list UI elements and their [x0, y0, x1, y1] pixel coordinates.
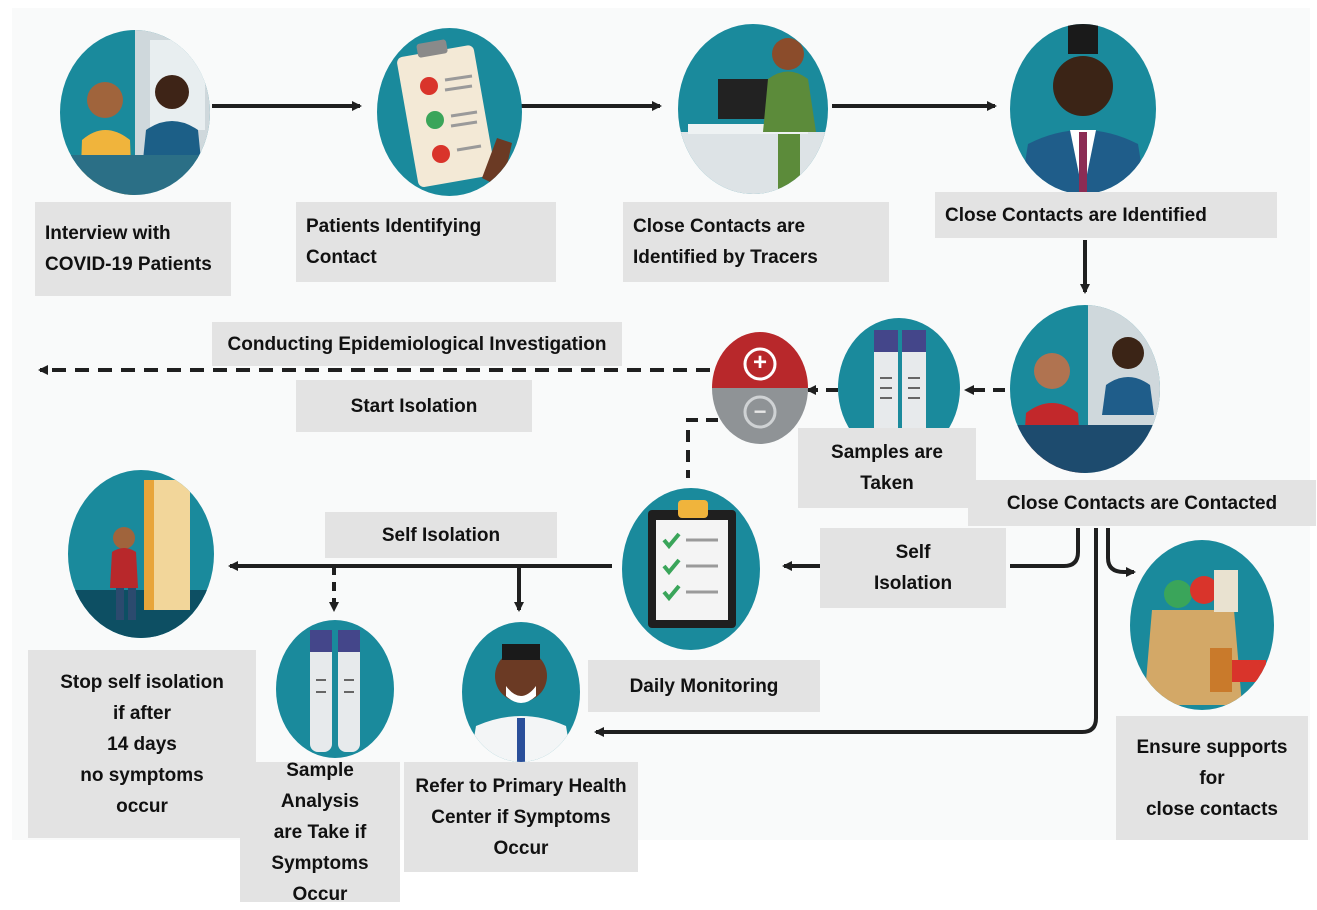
test-result-icon: + − [710, 330, 810, 446]
label-start-isolation: Start Isolation [296, 380, 532, 432]
supplies-bag-illustration [1130, 540, 1274, 710]
doctor-illustration [462, 622, 580, 762]
label-close-contacts-contacted: Close Contacts are Contacted [968, 480, 1316, 526]
label-self-isolation-left: Self Isolation [325, 512, 557, 558]
daily-monitoring-illustration [622, 488, 760, 650]
label-interview: Interview with COVID-19 Patients [35, 202, 231, 296]
label-sample-analysis: Sample Analysis are Take if Symptoms Occ… [240, 760, 400, 905]
clipboard-illustration [377, 28, 522, 196]
contact-person-illustration [1010, 24, 1156, 194]
label-epidemiological-investigation: Conducting Epidemiological Investigation [212, 322, 622, 366]
label-self-isolation-right: Self Isolation [820, 528, 1006, 608]
tracer-illustration [678, 24, 828, 194]
phone-contact-illustration [1010, 305, 1160, 473]
positive-sign: + [752, 349, 767, 376]
label-refer-primary-health-center: Refer to Primary Health Center if Sympto… [404, 762, 638, 872]
sample-analysis-illustration [276, 620, 394, 758]
arrow-contacted-to-supports [1106, 528, 1136, 577]
door-exit-illustration [68, 470, 214, 638]
label-patients-identifying: Patients Identifying Contact [296, 202, 556, 282]
arrow-negative-to-monitoring [686, 418, 718, 478]
label-daily-monitoring: Daily Monitoring [588, 660, 820, 712]
label-tracers: Close Contacts are Identified by Tracers [623, 202, 889, 282]
label-close-contacts-identified: Close Contacts are Identified [935, 192, 1277, 238]
arrow-contacted-to-phc [594, 528, 1098, 737]
interview-illustration [60, 30, 210, 195]
negative-sign: − [753, 399, 767, 424]
label-samples-taken: Samples are Taken [798, 428, 976, 508]
line-contacted-to-self-isolation [1010, 528, 1080, 568]
label-stop-self-isolation: Stop self isolation if after 14 days no … [28, 650, 256, 838]
label-ensure-supports: Ensure supports for close contacts [1116, 716, 1308, 840]
